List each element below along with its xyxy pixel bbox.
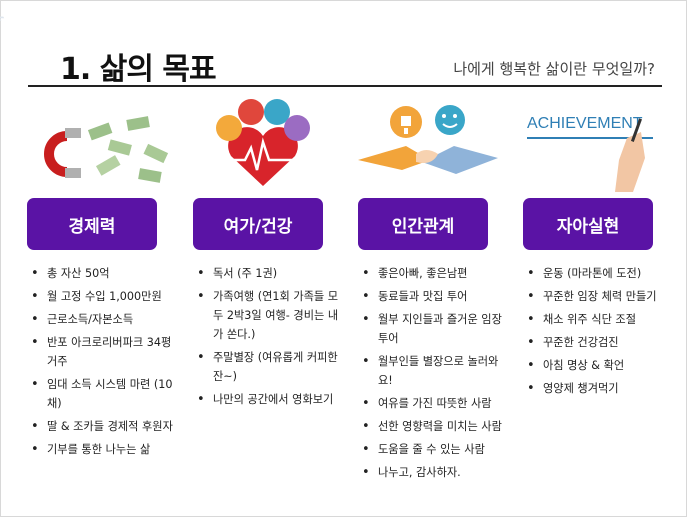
list-item: 도움을 줄 수 있는 사람 [358,440,510,459]
goal-column-economy: 경제력 총 자산 50억 월 고정 수입 1,000만원 근로소득/자본소득 반… [27,98,179,463]
list-item: 근로소득/자본소득 [27,310,179,329]
title-divider [28,85,662,87]
list-item: 여유를 가진 따뜻한 사람 [358,394,510,413]
list-item: 반포 아크로리버파크 34평 거주 [27,333,179,371]
list-item: 나누고, 감사하자. [358,463,510,482]
goal-list: 독서 (주 1권) 가족여행 (연1회 가족들 모두 2박3일 여행- 경비는 … [193,264,345,409]
list-item: 선한 영향력을 미치는 사람 [358,417,510,436]
list-item: 딸 & 조카들 경제적 후원자 [27,417,179,436]
list-item: 꾸준한 임장 체력 만들기 [523,287,675,306]
list-item: 동료들과 맛집 투어 [358,287,510,306]
money-magnet-icon [27,98,179,193]
list-item: 총 자산 50억 [27,264,179,283]
list-item: 운동 (마라톤에 도전) [523,264,675,283]
list-item: 월부 지인들과 즐거운 임장 투어 [358,310,510,348]
goal-list: 운동 (마라톤에 도전) 꾸준한 임장 체력 만들기 채소 위주 식단 조절 꾸… [523,264,675,398]
heart-health-icon [193,98,345,193]
category-badge-leisure: 여가/건강 [193,198,323,250]
list-item: 영양제 챙겨먹기 [523,379,675,398]
category-badge-economy: 경제력 [27,198,157,250]
goal-column-relationship: 인간관계 좋은아빠, 좋은남편 동료들과 맛집 투어 월부 지인들과 즐거운 임… [358,98,510,486]
list-item: 월부인들 별장으로 놀러와요! [358,352,510,390]
list-item: 아침 명상 & 확언 [523,356,675,375]
list-item: 임대 소득 시스템 마련 (10채) [27,375,179,413]
list-item: 채소 위주 식단 조절 [523,310,675,329]
goal-column-leisure: 여가/건강 독서 (주 1권) 가족여행 (연1회 가족들 모두 2박3일 여행… [193,98,345,413]
page-subtitle: 나에게 행복한 삶이란 무엇일까? [453,60,655,78]
list-item: 기부를 통한 나누는 삶 [27,440,179,459]
page-title: 1. 삶의 목표 [60,52,217,87]
list-item: 가족여행 (연1회 가족들 모두 2박3일 여행- 경비는 내가 쏜다.) [193,287,345,344]
handshake-icon [358,98,510,193]
list-item: 독서 (주 1권) [193,264,345,283]
goal-column-self-realization: ACHIEVEMENT 자아실현 운동 (마라톤에 도전) 꾸준한 임장 체력 … [523,98,675,402]
goal-list: 좋은아빠, 좋은남편 동료들과 맛집 투어 월부 지인들과 즐거운 임장 투어 … [358,264,510,482]
list-item: 주말별장 (여유롭게 커피한잔~) [193,348,345,386]
list-item: 좋은아빠, 좋은남편 [358,264,510,283]
category-badge-relationship: 인간관계 [358,198,488,250]
achievement-word: ACHIEVEMENT [527,115,643,132]
list-item: 꾸준한 건강검진 [523,333,675,352]
list-item: 월 고정 수입 1,000만원 [27,287,179,306]
category-badge-self-realization: 자아실현 [523,198,653,250]
list-item: 나만의 공간에서 영화보기 [193,390,345,409]
achievement-hand-icon: ACHIEVEMENT [523,98,675,193]
goal-list: 총 자산 50억 월 고정 수입 1,000만원 근로소득/자본소득 반포 아크… [27,264,179,459]
